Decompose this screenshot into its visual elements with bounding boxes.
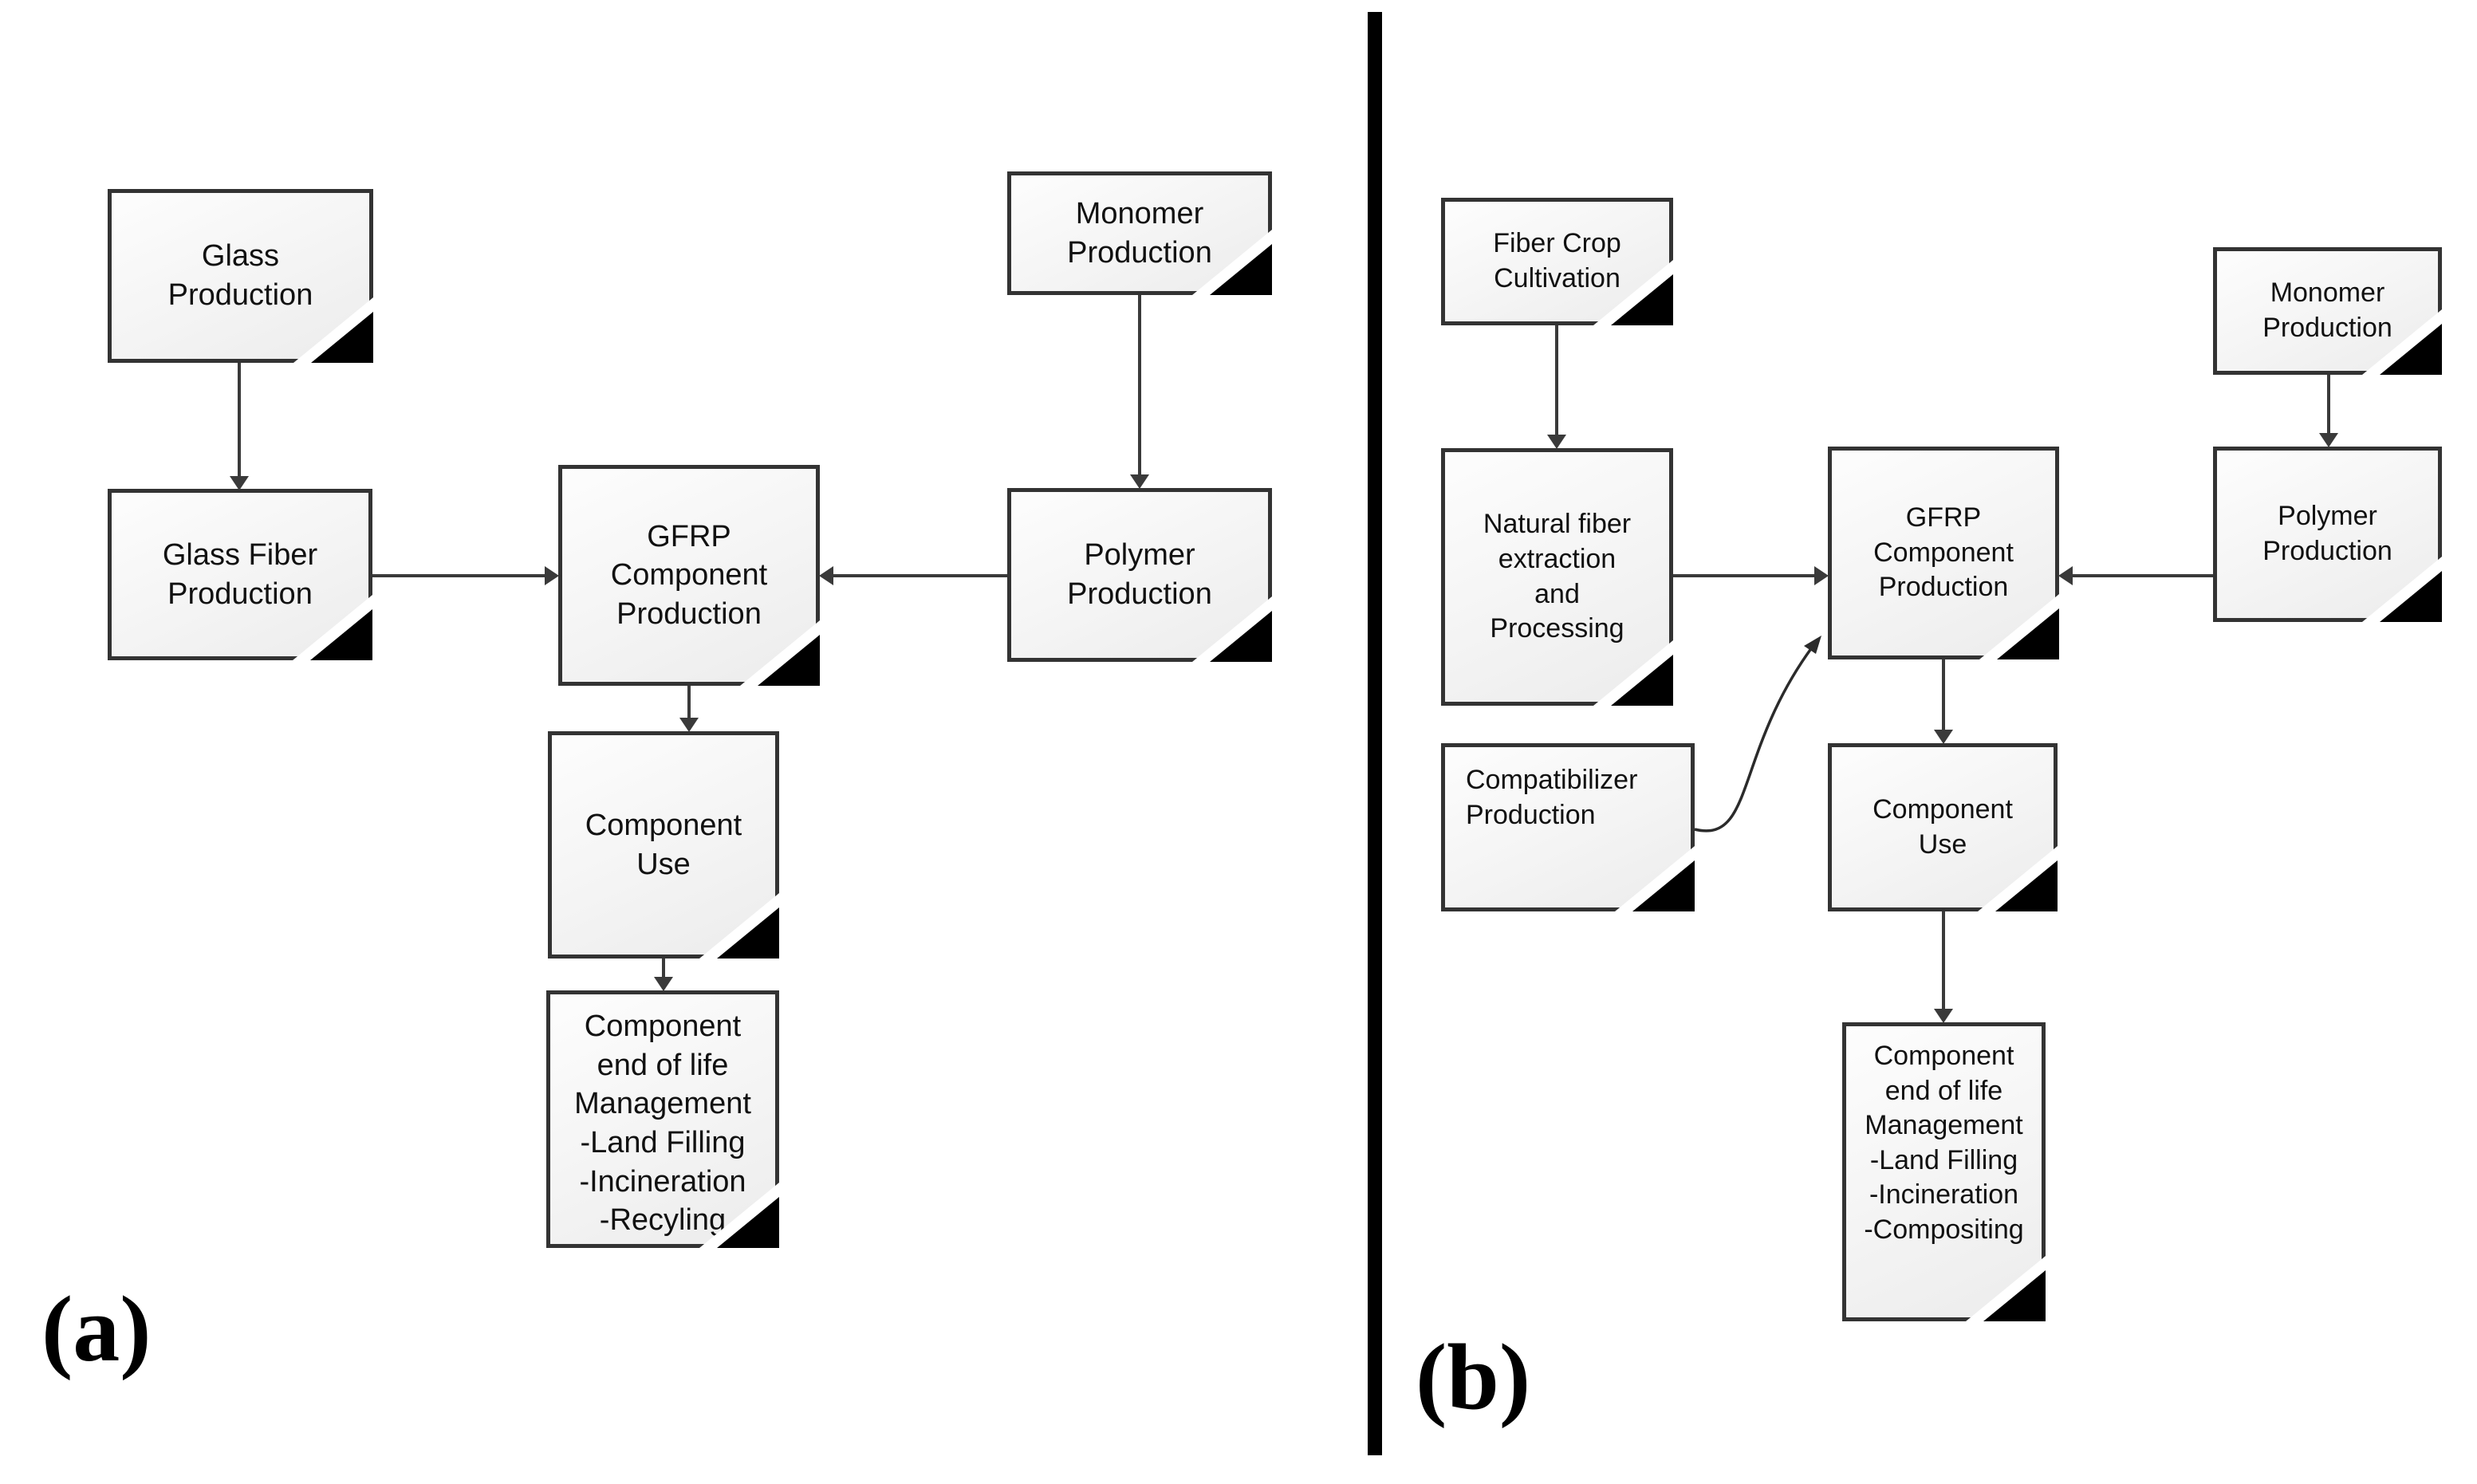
box-natural-fiber-extraction: Natural fiber extraction and Processing [1441,448,1673,706]
arrow-monomer-to-polymer-a [1130,295,1149,489]
corner-fold-icon [1632,860,1695,911]
panel-divider [1368,12,1382,1455]
arrow-fibercrop-to-naturalfiber [1547,325,1566,449]
corner-fold-icon [717,1197,779,1248]
panel-b-label: (b) [1416,1325,1531,1429]
arrow-glassfiber-to-gfrp [372,566,559,585]
box-gfrp-component-production-a-label: GFRP Component Production [610,519,768,631]
box-gfrp-component-production-b-label: GFRP Component Production [1873,502,2014,603]
panel-a-label: (a) [41,1277,152,1381]
box-glass-production: Glass Production [108,189,373,363]
box-glass-fiber-production: Glass Fiber Production [108,489,372,660]
arrowhead-icon [230,476,249,490]
box-polymer-production-a-label: Polymer Production [1067,538,1212,611]
corner-fold-icon [1611,274,1673,325]
arrowhead-icon [1130,474,1149,489]
corner-fold-icon [2380,324,2442,375]
arrow-naturalfiber-to-gfrp [1673,566,1829,585]
arrow-polymer-to-gfrp-a [819,566,1007,585]
arrow-use-to-eol-b [1934,911,1953,1023]
arrowhead-icon [2319,433,2338,447]
arrowhead-icon [1934,730,1953,744]
corner-fold-icon [1997,608,2059,659]
corner-fold-icon [311,312,373,363]
box-component-end-of-life-a-label: Component end of life Management -Land F… [574,1010,751,1238]
corner-fold-icon [1983,1270,2046,1321]
corner-fold-icon [1611,655,1673,706]
box-component-end-of-life-a: Component end of life Management -Land F… [546,990,779,1248]
arrow-monomer-to-polymer-b [2319,375,2338,447]
arrowhead-icon [1934,1009,1953,1023]
arrow-glass-to-glassfiber [230,363,249,490]
arrow-gfrp-to-use-a [679,686,699,732]
box-polymer-production-b-label: Polymer Production [2262,501,2392,566]
box-gfrp-component-production-a: GFRP Component Production [558,465,820,686]
box-glass-fiber-production-label: Glass Fiber Production [162,537,318,611]
box-component-use-a: Component Use [548,731,779,958]
corner-fold-icon [1995,860,2058,911]
box-polymer-production-b: Polymer Production [2213,447,2442,622]
box-monomer-production-a-label: Monomer Production [1067,196,1212,270]
corner-fold-icon [310,609,372,660]
box-component-end-of-life-b: Component end of life Management -Land F… [1842,1022,2046,1321]
arrowhead-icon [654,977,673,991]
box-component-end-of-life-b-label: Component end of life Management -Land F… [1864,1041,2024,1245]
corner-fold-icon [1210,611,1272,662]
arrowhead-icon [679,718,699,732]
box-fiber-crop-cultivation: Fiber Crop Cultivation [1441,198,1673,325]
box-glass-production-label: Glass Production [167,239,313,312]
box-gfrp-component-production-b: GFRP Component Production [1828,447,2059,659]
arrowhead-icon [2058,566,2073,585]
arrowhead-icon [1804,636,1821,654]
box-monomer-production-a: Monomer Production [1007,171,1272,295]
box-polymer-production-a: Polymer Production [1007,488,1272,662]
box-component-use-a-label: Component Use [585,808,742,881]
arrow-gfrp-to-use-b [1934,659,1953,744]
corner-fold-icon [2380,571,2442,622]
arrowhead-icon [1547,435,1566,449]
arrow-use-to-eol-a [654,958,673,991]
box-component-use-b: Component Use [1828,743,2058,911]
box-compatibilizer-production: Compatibilizer Production [1441,743,1695,911]
corner-fold-icon [717,907,779,958]
box-component-use-b-label: Component Use [1873,793,2013,860]
arrow-polymer-to-gfrp-b [2058,566,2213,585]
box-compatibilizer-production-label: Compatibilizer Production [1466,765,1638,830]
arrowhead-icon [819,566,833,585]
arrowhead-icon [545,566,559,585]
arrowhead-icon [1814,566,1829,585]
box-monomer-production-b: Monomer Production [2213,247,2442,375]
corner-fold-icon [758,635,820,686]
corner-fold-icon [1210,244,1272,295]
box-natural-fiber-extraction-label: Natural fiber extraction and Processing [1483,509,1632,644]
